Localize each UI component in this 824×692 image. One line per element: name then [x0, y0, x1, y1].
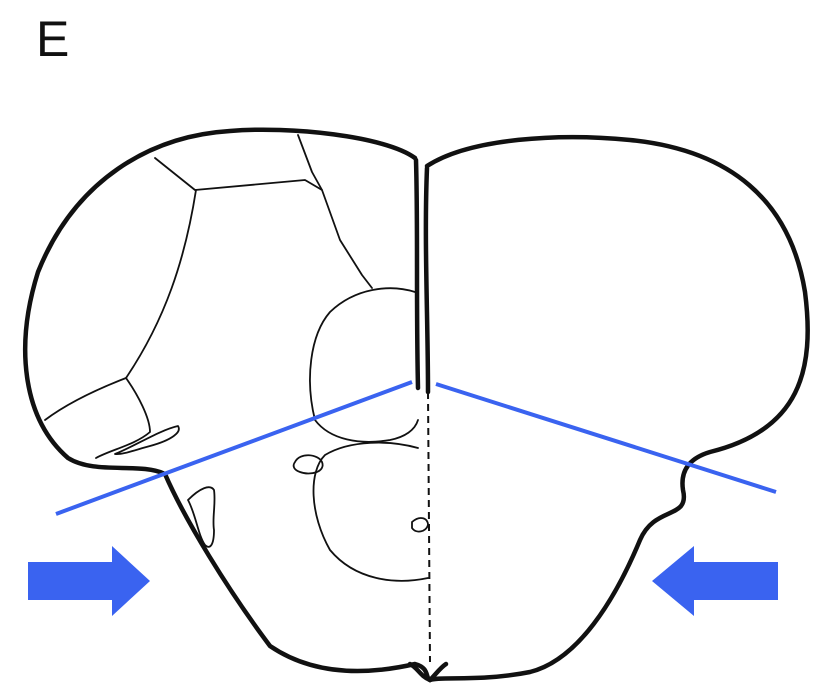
- region-line-2: [298, 135, 372, 288]
- arrow-right-icon: [28, 546, 150, 616]
- midline-fissure-right: [426, 168, 428, 392]
- arrow-left-icon: [652, 546, 778, 616]
- region-small-loop: [115, 426, 179, 454]
- region-line-5: [96, 378, 150, 458]
- region-small-notch-mid: [412, 518, 428, 532]
- region-deep-oval: [310, 288, 418, 442]
- midline-fissure-left: [416, 160, 418, 388]
- region-line-4: [45, 378, 126, 420]
- region-lower-oval: [314, 443, 428, 581]
- midline-dashed: [428, 392, 430, 662]
- cut-line-right: [436, 384, 776, 492]
- region-small-notch-left: [188, 487, 215, 547]
- region-line-3: [126, 190, 196, 378]
- region-line-1: [155, 158, 322, 190]
- cut-line-left: [56, 382, 412, 514]
